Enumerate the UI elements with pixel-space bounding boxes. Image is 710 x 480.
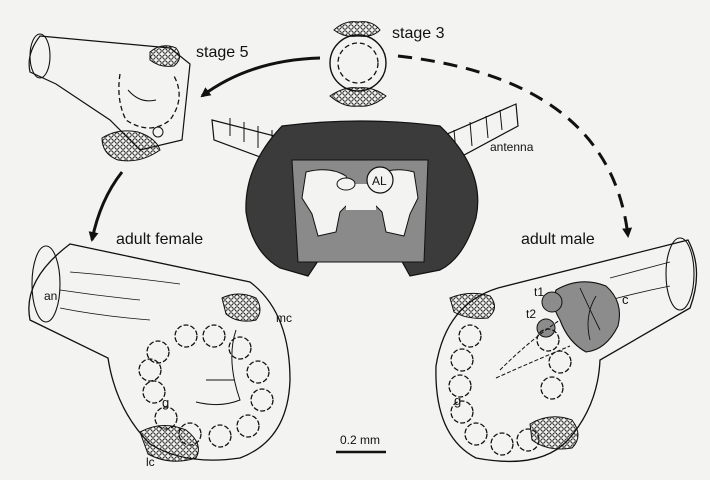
label-antenna: antenna [490,140,534,154]
arrow-stage5-to-female [88,171,124,242]
adult-female-lobe [28,243,291,462]
label-c: c [622,292,629,307]
label-scale: 0.2 mm [340,433,380,447]
label-antennal-lobe: AL [372,174,387,188]
label-an: an [44,289,57,303]
label-g-female: g [162,395,169,410]
label-adult-female: adult female [116,231,203,248]
stage3-lobe-sketch [329,21,387,107]
arrow-stage3-to-stage5 [200,56,321,98]
label-stage5: stage 5 [196,44,249,61]
label-lc: lc [146,455,155,469]
stage5-lobe-sketch [28,33,191,162]
arrow-stage3-to-male [397,54,633,238]
label-adult-male: adult male [521,231,595,248]
label-t2: t2 [526,307,536,321]
adult-male-lobe [435,237,698,463]
brain-schematic [211,103,519,277]
label-stage3: stage 3 [392,25,445,42]
label-mc: mc [276,311,292,325]
label-t1: t1 [534,285,544,299]
label-g-male: g [454,393,461,408]
